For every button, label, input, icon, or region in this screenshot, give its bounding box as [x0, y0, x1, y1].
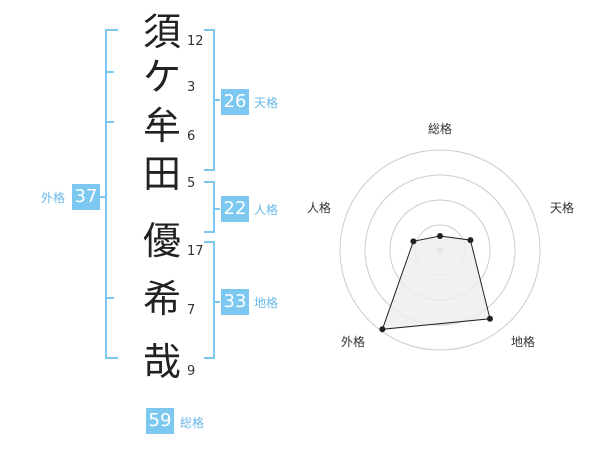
radar-ring [339, 149, 541, 351]
stroke-count-5: 17 [187, 244, 204, 259]
stroke-count-6: 7 [187, 303, 196, 318]
jinkaku-label: 人格 [254, 203, 279, 217]
radar-ring [364, 174, 516, 326]
radar-point-3 [486, 315, 493, 322]
tenkaku-label: 天格 [254, 96, 279, 110]
name-char-2: ケ [142, 55, 181, 99]
radar-point-4 [379, 326, 386, 333]
jinkaku-badge: 22 [221, 196, 249, 222]
stroke-count-1: 12 [187, 34, 204, 49]
radar-axis-label-jinkaku: 人格 [307, 201, 332, 215]
soukaku-label: 総格 [180, 416, 205, 430]
chikaku-bracket [204, 241, 215, 359]
chikaku-label: 地格 [254, 296, 279, 310]
radar-axis-label-gaikaku: 外格 [341, 335, 366, 349]
name-char-1: 須 [142, 10, 181, 54]
gaikaku-label: 外格 [41, 191, 66, 205]
gaikaku-bracket [105, 29, 118, 359]
radar-axis-label-chikaku: 地格 [511, 335, 536, 349]
name-char-3: 牟 [142, 104, 181, 148]
radar-axis-label-soukaku: 総格 [428, 122, 453, 136]
name-char-7: 哉 [142, 340, 181, 384]
chikaku-badge: 33 [221, 289, 249, 315]
radar-point-5 [410, 238, 417, 245]
radar-axis-label-tenkaku: 天格 [550, 201, 575, 215]
radar-polygon [381, 235, 491, 330]
name-char-5: 優 [142, 219, 181, 263]
stroke-count-7: 9 [187, 364, 196, 379]
radar-point-2 [467, 237, 474, 244]
radar-point-1 [437, 233, 443, 239]
stroke-count-4: 5 [187, 176, 196, 191]
name-char-6: 希 [142, 277, 181, 321]
gaikaku-badge: 37 [72, 184, 100, 210]
stroke-count-2: 3 [187, 80, 196, 95]
name-char-4: 田 [142, 152, 181, 196]
jinkaku-bracket [204, 181, 215, 233]
soukaku-badge: 59 [146, 408, 174, 434]
stroke-count-3: 6 [187, 129, 196, 144]
tenkaku-badge: 26 [221, 89, 249, 115]
